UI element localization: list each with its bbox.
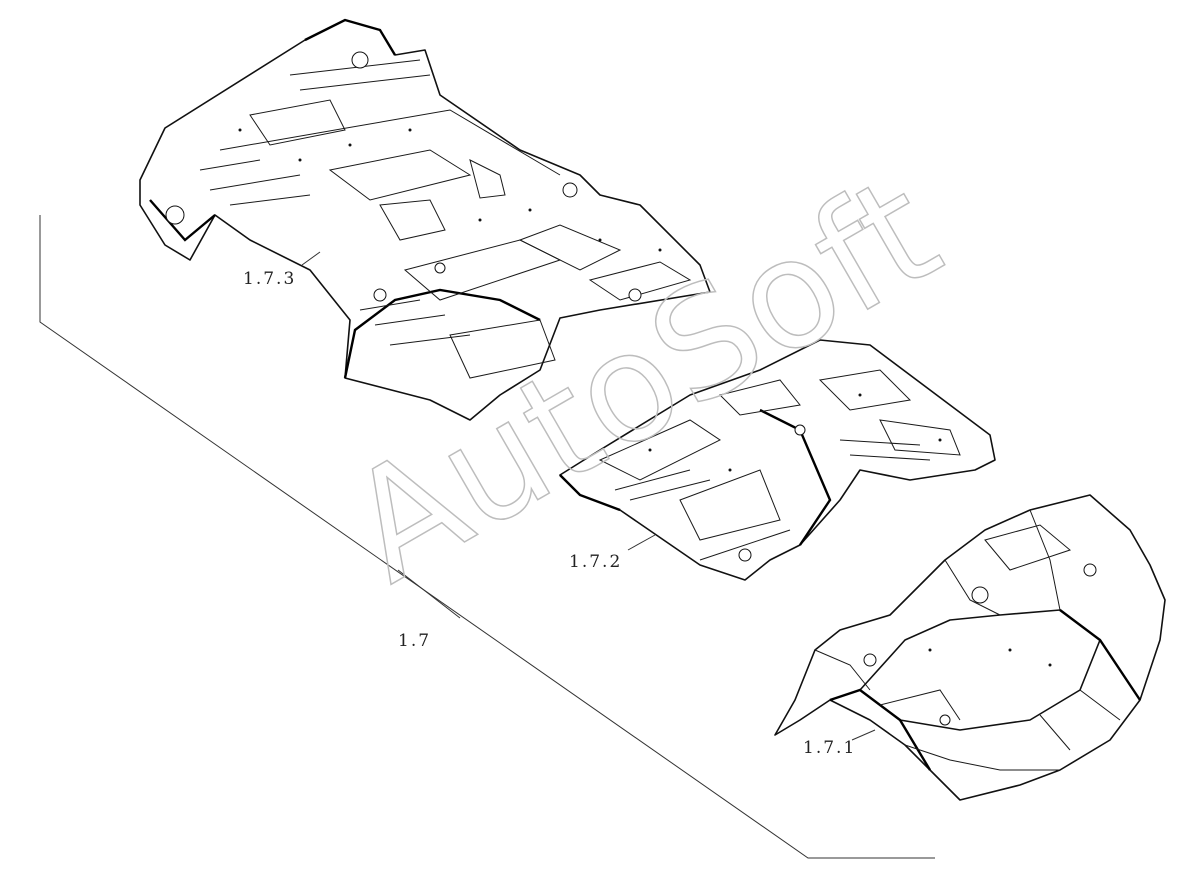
leader-1-7-1 [851,729,876,741]
callout-label-1-7: 1.7 [398,631,431,651]
assembly-bracket [39,215,935,859]
leader-lines [301,251,876,741]
rear-floor-part [139,18,711,421]
front-floor-part [559,339,996,581]
callout-label-1-7-2: 1.7.2 [569,552,622,572]
callout-label-1-7-1: 1.7.1 [803,738,856,758]
callout-label-1-7-3: 1.7.3 [243,269,296,289]
front-structure-part [774,494,1166,801]
leader-1-7-3 [301,251,321,266]
leader-1-7-2 [627,534,656,551]
